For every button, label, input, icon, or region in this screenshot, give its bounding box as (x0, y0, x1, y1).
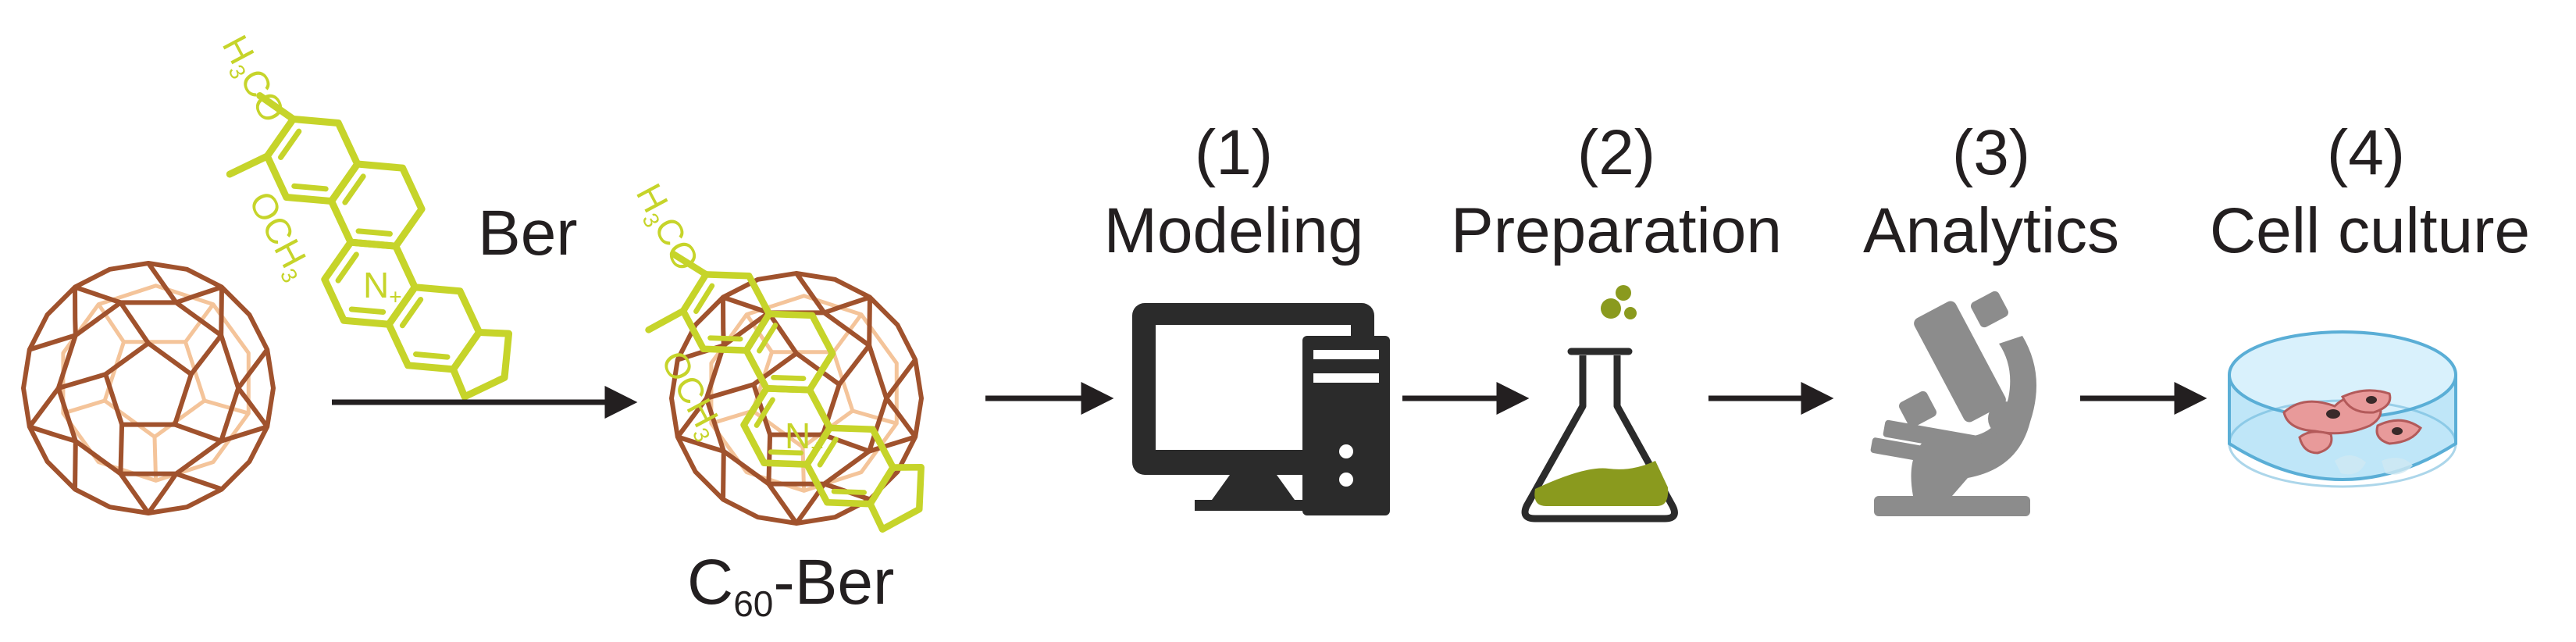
double-bond (399, 297, 424, 329)
cage-bond (722, 294, 770, 316)
cage-bond (766, 482, 799, 525)
cage-back-bond (711, 408, 754, 426)
cage-bond (220, 424, 269, 444)
step-2-number: (2) (1577, 117, 1656, 188)
cage-bond (721, 451, 726, 500)
methoxy-bond (669, 250, 710, 278)
cage-bond (175, 471, 223, 492)
double-bond (348, 306, 387, 315)
cage-bond (794, 272, 827, 315)
double-bond (291, 183, 329, 192)
cage-bond (219, 287, 224, 336)
cage-back-bond (832, 313, 864, 354)
cage-bond (676, 434, 725, 454)
step-3-number: (3) (1951, 117, 2031, 188)
cage-bond (173, 422, 223, 444)
dioxole-ring (867, 463, 925, 533)
cage-bond (28, 424, 77, 444)
cage-bond (118, 301, 151, 345)
ber-label: Ber (478, 198, 578, 269)
step-3-title: Analytics (1862, 195, 2120, 266)
step-1-title: Modeling (1103, 195, 1364, 266)
cage-bond (868, 434, 917, 454)
double-bond (335, 251, 359, 284)
step-2-title: Preparation (1451, 195, 1782, 266)
cage-back-bond (183, 303, 216, 344)
step-4-number: (4) (2326, 117, 2406, 188)
cage-back-pentagon (102, 340, 207, 439)
cage-bond (884, 358, 917, 400)
fullerene-c60 (21, 261, 276, 515)
complex-nitrogen-label: N+ (785, 416, 824, 460)
double-bond (355, 228, 393, 237)
double-bond (278, 128, 302, 160)
computer-icon (1132, 303, 1390, 515)
double-bond (831, 488, 867, 495)
petri-dish-icon (2228, 330, 2457, 488)
double-bond (693, 283, 715, 314)
methoxy-bond (256, 92, 298, 123)
microscope-icon (1870, 291, 2036, 516)
cage-middle-ring (55, 300, 241, 476)
cage-back-bond (204, 398, 249, 416)
cage-bond (57, 372, 107, 391)
cage-back-bond (62, 398, 105, 416)
cage-bond (175, 284, 223, 305)
double-bond (771, 374, 807, 381)
cage-back-bond (97, 303, 126, 344)
cage-bond (867, 297, 872, 346)
flask-icon (1521, 285, 1678, 523)
cage-bond (236, 348, 269, 390)
cage-bond (118, 472, 151, 515)
step-4-title: Cell culture (2209, 195, 2531, 266)
cage-bond (236, 387, 269, 429)
step-1-number: (1) (1194, 117, 1274, 188)
cage-bond (766, 434, 773, 484)
cage-bond (73, 287, 78, 336)
cage-back-bond (852, 408, 897, 426)
cage-center-pentagon (103, 341, 194, 427)
cage-bond (766, 311, 799, 355)
cage-bond (74, 284, 122, 305)
double-bond (768, 449, 803, 456)
double-bond (342, 173, 366, 205)
cage-bond (675, 397, 709, 439)
cage-bond (823, 294, 871, 316)
double-bond (707, 335, 743, 342)
c60-ber-suffix: -Ber (773, 547, 895, 618)
double-bond (817, 437, 839, 468)
dioxole-ring (450, 329, 513, 401)
cage-bond (28, 333, 77, 352)
c60-ber-label: C60-Ber (687, 551, 894, 622)
cage-bond (837, 344, 871, 387)
cage-bond (146, 262, 179, 305)
nitrogen-label: N+ (363, 265, 402, 309)
double-bond (757, 323, 779, 354)
double-bond (413, 351, 451, 360)
cage-bond (146, 472, 179, 515)
cage-bond (189, 333, 223, 376)
cage-bond (73, 440, 78, 490)
c60-ber-subscript: 60 (733, 583, 774, 625)
double-bond (754, 397, 775, 428)
c60-ber-prefix: C (687, 547, 734, 618)
cage-bond (821, 432, 871, 454)
cage-bond (27, 387, 61, 429)
methoxy-bond (645, 307, 687, 333)
fullerene-berberine-complex (645, 250, 925, 533)
berberine-molecule (226, 92, 513, 401)
cage-bond (118, 424, 125, 474)
cage-bond (884, 397, 917, 439)
cage-bond (705, 382, 755, 401)
methoxy-bond (226, 152, 271, 178)
